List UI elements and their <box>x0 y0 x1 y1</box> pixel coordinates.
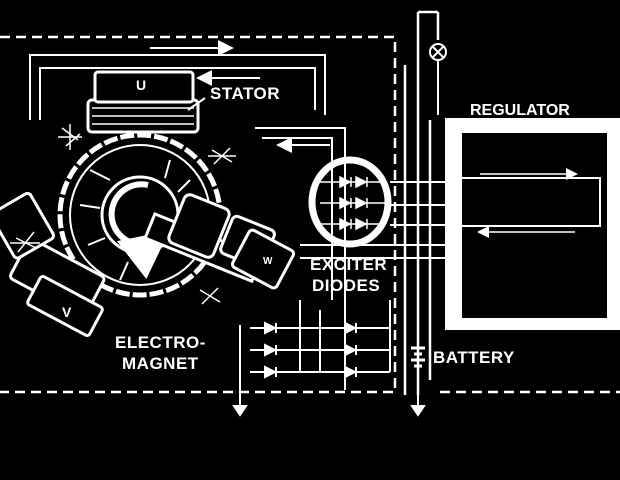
stator-coil-u <box>86 70 200 134</box>
electromagnet-label-line2: MAGNET <box>122 354 199 373</box>
regulator-label: REGULATOR <box>470 102 570 119</box>
regulator-box <box>445 118 620 330</box>
housing-outline <box>0 35 397 394</box>
regulator-leads <box>300 181 448 259</box>
stator-pointer <box>187 97 206 111</box>
spark-bursts <box>10 124 236 305</box>
coil-u-label: U <box>136 77 147 93</box>
field-wires <box>29 40 346 390</box>
electromagnet-label-line1: ELECTRO- <box>115 333 206 352</box>
diode-icon <box>320 175 385 231</box>
lamp-icon <box>429 43 447 115</box>
exciter-label-line1: EXCITER <box>310 255 388 274</box>
battery-label: BATTERY <box>433 348 515 367</box>
stator-label: STATOR <box>210 84 281 103</box>
bus-lines <box>403 10 440 395</box>
exciter-label-line2: DIODES <box>312 276 381 295</box>
ground-icon <box>232 395 426 417</box>
battery-icon <box>411 346 425 368</box>
rectifier-diodes <box>239 300 391 405</box>
stator-coil-w <box>230 228 296 290</box>
coil-v-label: V <box>62 304 72 320</box>
coil-w-label: W <box>263 256 273 267</box>
exciter-diodes <box>308 156 392 248</box>
stator-coil-v <box>0 191 106 338</box>
rotation-arrow-icon <box>108 181 170 280</box>
